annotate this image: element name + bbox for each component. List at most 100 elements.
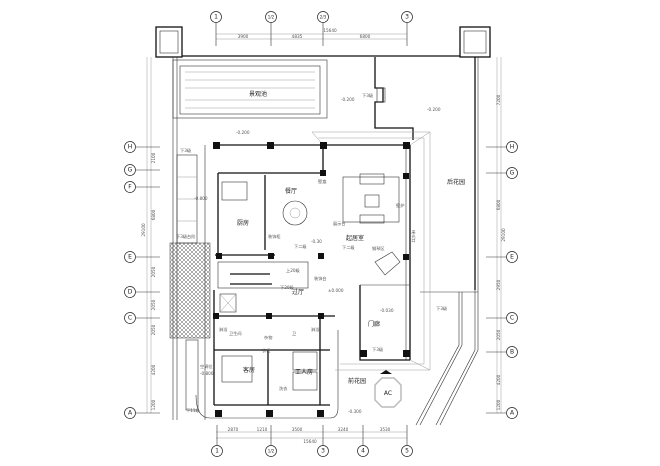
column [213,142,220,149]
note-down20: 下20级 [280,284,295,291]
axis-bubble [401,11,413,23]
note-down2-a: 下二级 [294,243,307,250]
level-mark: -0.30 [311,239,322,244]
axis-right-0: H [486,141,518,153]
room-label-pool: 景观池 [249,90,267,98]
axis-bubble [124,251,136,263]
axis-bottom-4: 5 [401,425,413,457]
axis-bubble [124,141,136,153]
note-down2-b: 下二级 [342,244,355,251]
axis-label: 5 [405,448,409,455]
room-label-fireplace: 壁炉 [396,202,404,209]
axis-label: C [510,315,514,322]
room-label-living: 起居室 [346,234,364,242]
dimension-label: 2050 [151,266,156,277]
label-display2: 装饰台 [314,275,327,282]
corner-pier-left [155,26,183,58]
axis-label: 1/2 [268,15,275,20]
axis-bubble [124,312,136,324]
note-down3-left: 下3级 [180,147,192,154]
room-label-hall: 过厅 [292,288,304,296]
axis-bubble [506,141,518,153]
axis-bubble [211,445,223,457]
column [320,142,327,149]
note-down3-porch: 下3级 [372,346,384,353]
dimension-label: 2870 [228,427,239,432]
column [215,410,222,417]
sofa-set [342,173,400,224]
dimension-label: 2050 [496,329,501,340]
label-display: 展示台 [333,220,346,227]
room-label-front-garden: 前花园 [348,377,366,385]
axis-label: 3 [321,448,325,455]
axis-label: 1 [215,448,219,455]
column [320,170,326,176]
axis-bubble [317,445,329,457]
column [318,313,324,319]
axis-right-5: A [486,407,518,419]
room-label-dining: 餐厅 [285,187,297,195]
axis-label: 3 [405,14,409,21]
axis-bubble [124,164,136,176]
axis-label: E [128,254,132,261]
column [267,142,274,149]
landscape-pool [172,59,328,119]
dimension-label: 29100 [501,228,506,242]
column [403,254,409,260]
beds [221,351,318,391]
axis-right-3: C [486,312,518,324]
note-down11: 下11级 [186,407,201,414]
axis-left-4: D [124,286,160,298]
dimension-label: 7200 [496,94,501,105]
axis-bubble [401,445,413,457]
axis-label: 1 [214,14,218,21]
dimension-label: 1200 [496,399,501,410]
dimension-lines [146,33,502,439]
axis-top-1: 1/2 [265,11,277,46]
axis-label: 4 [361,448,365,455]
axis-label: F [128,184,132,191]
dimension-label: 6800 [496,199,501,210]
label-ac: AC [384,390,392,397]
column [213,313,219,319]
axis-bubble [124,286,136,298]
column [403,350,410,357]
axis-bubble [265,445,277,457]
dining-table [282,200,308,226]
column [318,253,324,259]
dimension-label: 4200 [496,374,501,385]
column [317,410,324,417]
dimension-label: 6800 [360,34,371,39]
kitchen-island [221,181,248,201]
label-cabinet: 装饰柜 [268,233,281,240]
dimension-label: 15640 [303,439,317,444]
room-label-kitchen: 厨房 [237,219,249,227]
axis-bubble [124,181,136,193]
axis-bubble [506,346,518,358]
dimension-label: 29100 [141,223,146,237]
axis-label: C [128,315,132,322]
room-label-guest-room: 客房 [243,366,255,374]
axis-left-1: G [124,164,160,176]
dimension-label: 1210 [257,427,268,432]
corner-pier-right [459,26,491,58]
dimension-label: 3900 [238,34,249,39]
axis-bubble [210,11,222,23]
label-laundry: 洗衣 [279,385,288,392]
level-mark: -0.800 [194,196,208,201]
axis-label: A [510,410,515,417]
dimension-label: 2100 [151,152,156,163]
axis-bubble [124,407,136,419]
column [403,142,410,149]
level-mark: ±0.000 [328,288,344,293]
axis-label: G [510,170,515,177]
level-mark: -0.200 [427,107,441,112]
axis-bottom-0: 1 [211,425,223,457]
room-label-bathroom: 卫生间 [229,330,242,337]
dimension-label: 1200 [151,399,156,410]
axis-left-6: A [124,407,160,419]
axis-label: H [128,144,133,151]
note-down3-right: 下3级 [436,305,448,312]
